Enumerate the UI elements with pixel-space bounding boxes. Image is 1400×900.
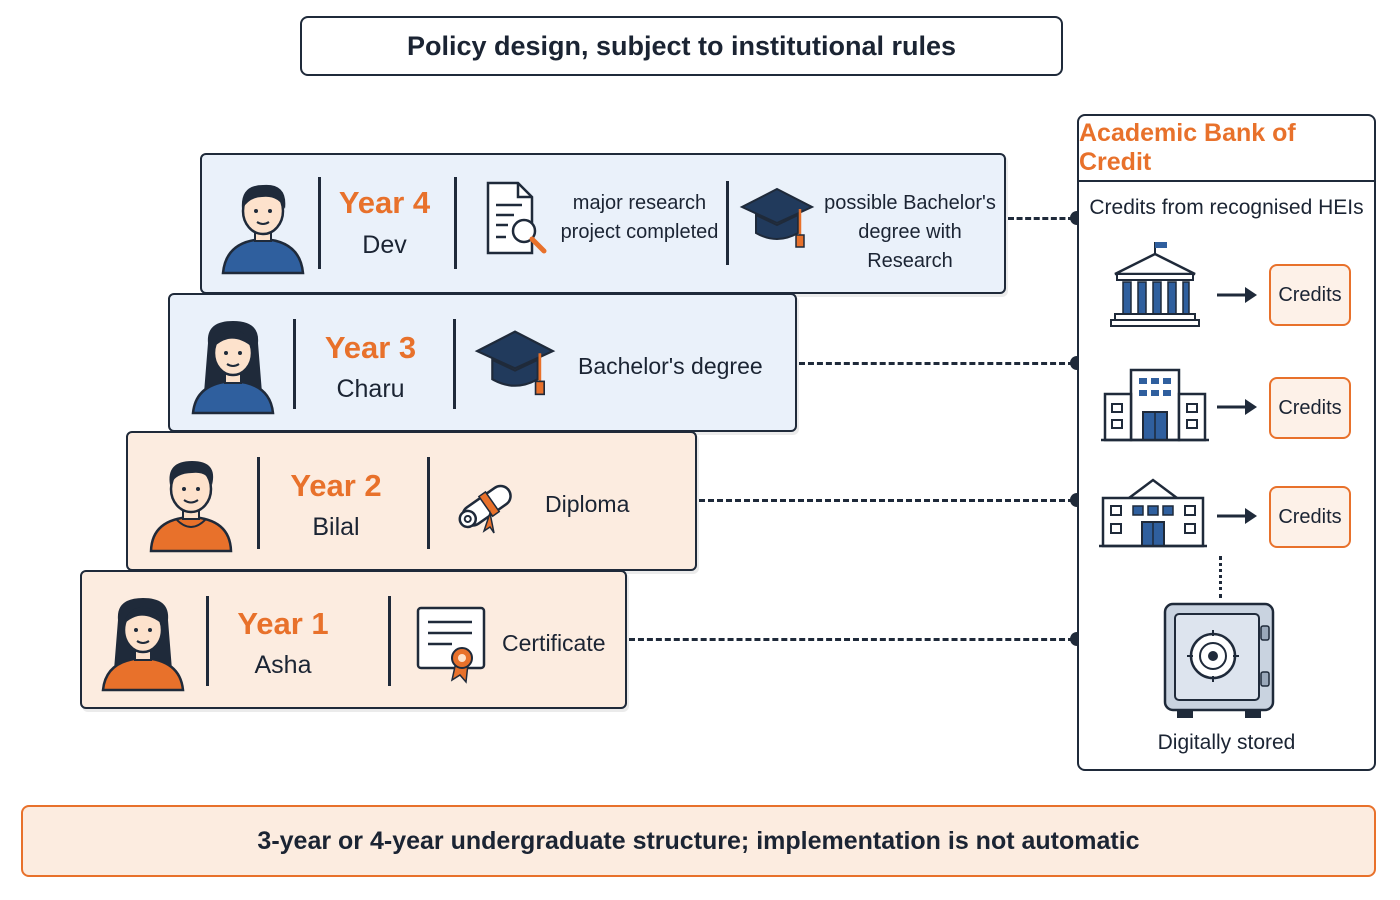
outcome-label: Certificate	[502, 630, 606, 656]
year-1-card: Year 1 Asha Certificate	[80, 570, 627, 709]
footer-note: 3-year or 4-year undergraduate structure…	[21, 805, 1376, 877]
university-building-icon	[1110, 242, 1200, 327]
arrow-right-icon	[1217, 287, 1257, 303]
vertical-dotted-line	[1219, 556, 1222, 598]
digitally-stored-label: Digitally stored	[1157, 731, 1296, 754]
digital-safe-icon	[1163, 602, 1275, 718]
card-divider	[206, 596, 209, 686]
bank-subtitle: Credits from recognised HEIs	[1089, 196, 1364, 219]
college-building-icon	[1101, 368, 1209, 442]
connector-line	[629, 638, 1074, 641]
year-4-card: Year 4 Dev major research project comple…	[200, 153, 1006, 294]
credits-badge: Credits	[1269, 377, 1351, 439]
outcome-label: Bachelor's degree	[578, 353, 763, 379]
institute-building-icon	[1099, 478, 1207, 548]
student-avatar-bilal-icon	[149, 461, 233, 553]
connector-line	[699, 499, 1074, 502]
connector-line	[1008, 217, 1074, 220]
credits-badge: Credits	[1269, 264, 1351, 326]
year-label: Year 3	[324, 330, 417, 365]
student-name: Bilal	[312, 513, 360, 541]
year-2-card: Year 2 Bilal Diploma	[126, 431, 697, 571]
arrow-right-icon	[1217, 399, 1257, 415]
research-document-icon	[486, 181, 547, 255]
card-divider	[427, 457, 430, 549]
student-name: Asha	[254, 651, 312, 679]
academic-bank-of-credit-panel: Academic Bank of Credit Credits from rec…	[1077, 114, 1376, 771]
year-label: Year 1	[237, 606, 329, 641]
page-title: Policy design, subject to institutional …	[300, 16, 1063, 76]
card-divider	[257, 457, 260, 549]
card-divider	[318, 177, 321, 269]
student-name: Charu	[336, 375, 405, 403]
milestone-label: major research project completed	[560, 192, 719, 243]
graduation-cap-icon	[739, 187, 815, 248]
student-avatar-asha-icon	[101, 598, 185, 692]
bank-title: Academic Bank of Credit	[1079, 116, 1374, 182]
year-3-card: Year 3 Charu Bachelor's degree	[168, 293, 797, 432]
credits-badge: Credits	[1269, 486, 1351, 548]
card-divider	[454, 177, 457, 269]
card-divider	[453, 319, 456, 409]
connector-line	[799, 362, 1074, 365]
certificate-icon	[416, 606, 486, 684]
year-label: Year 2	[290, 468, 382, 503]
card-divider	[388, 596, 391, 686]
outcome-label: Diploma	[545, 491, 630, 517]
student-avatar-charu-icon	[191, 321, 275, 415]
outcome-label: possible Bachelor's degree with Research	[824, 192, 996, 272]
student-name: Dev	[362, 231, 407, 259]
graduation-cap-icon	[474, 330, 556, 396]
card-divider	[293, 319, 296, 409]
card-divider	[726, 181, 729, 265]
student-avatar-dev-icon	[221, 184, 305, 275]
diploma-scroll-icon	[458, 484, 512, 534]
arrow-right-icon	[1217, 508, 1257, 524]
year-label: Year 4	[338, 185, 431, 220]
